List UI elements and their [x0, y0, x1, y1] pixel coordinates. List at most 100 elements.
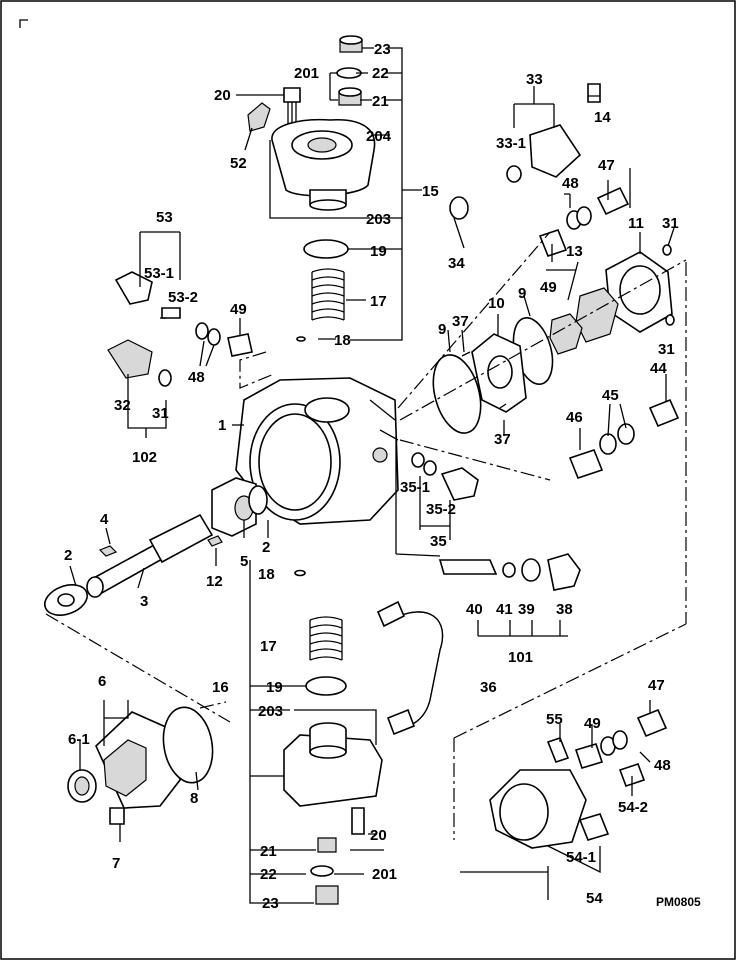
o-ring-9-left [432, 354, 482, 434]
callout-101: 101 [508, 649, 533, 666]
callout-44: 44 [650, 360, 667, 377]
ring-35-b [423, 460, 437, 476]
sleeve-46 [568, 449, 604, 479]
drawing-code: PM0805 [656, 895, 701, 909]
callout-53-2: 53-2 [168, 289, 198, 306]
callout-21-bottom: 21 [260, 843, 277, 860]
pin-18-top [296, 336, 306, 342]
o-ring-19-top [303, 239, 349, 259]
callout-31-mid: 31 [658, 341, 675, 358]
bolt-44 [648, 398, 680, 428]
bolt-47-top [596, 186, 630, 216]
gear-49 [549, 313, 583, 355]
callout-53: 53 [156, 209, 173, 226]
callout-48-bottom: 48 [654, 757, 671, 774]
callout-47-bottom: 47 [648, 677, 665, 694]
callout-201-bottom: 201 [372, 866, 397, 883]
callout-53-1: 53-1 [144, 265, 174, 282]
callout-22-top: 22 [372, 65, 389, 82]
callout-5: 5 [240, 553, 248, 570]
front-cover-6 [67, 711, 181, 809]
callout-35-2: 35-2 [426, 501, 456, 518]
callout-49-right: 49 [540, 279, 557, 296]
callout-18-top: 18 [334, 332, 351, 349]
callout-21-top: 21 [372, 93, 389, 110]
washer-48-left-a [195, 322, 209, 340]
leader-lines [69, 47, 675, 904]
callout-6: 6 [98, 673, 106, 690]
callout-23-bottom: 23 [262, 895, 279, 912]
key-4 [98, 545, 118, 557]
callout-1: 1 [218, 417, 226, 434]
callout-23-top: 23 [374, 41, 391, 58]
valve-40 [438, 559, 498, 575]
bottom-cover [283, 722, 383, 807]
callout-54-2: 54-2 [618, 799, 648, 816]
pipe-36 [376, 600, 444, 736]
callout-10: 10 [488, 295, 505, 312]
sleeve-49-top [538, 229, 568, 257]
callout-37-bottom: 37 [494, 431, 511, 448]
fitting-32 [107, 339, 153, 379]
fitting-53-1 [114, 271, 153, 305]
callout-204: 204 [366, 128, 392, 145]
callout-203-bottom: 203 [258, 703, 283, 720]
callout-9-left: 9 [438, 321, 446, 338]
callout-52: 52 [230, 155, 247, 172]
seal-plate-hole [57, 593, 75, 607]
valve-33-1 [529, 124, 582, 178]
washer-48-bottom-b [612, 730, 628, 750]
callout-37-top: 37 [452, 313, 469, 330]
washer-45-a [617, 423, 635, 445]
fitting-54-1 [578, 813, 610, 841]
callout-39: 39 [518, 601, 535, 618]
plate-10 [471, 333, 527, 413]
callout-14: 14 [594, 109, 611, 126]
callout-55: 55 [546, 711, 563, 728]
fitting-35-2 [440, 467, 479, 501]
callout-201-top: 201 [294, 65, 319, 82]
sleeve-49-left [227, 333, 253, 357]
callout-31-top: 31 [662, 215, 679, 232]
callout-18-bottom: 18 [258, 566, 275, 583]
callout-35-1: 35-1 [400, 479, 430, 496]
corner-mark [19, 19, 28, 28]
gear-13 [575, 287, 619, 343]
alignment-lines [45, 231, 687, 840]
callout-22-bottom: 22 [260, 866, 277, 883]
fitting-54-2 [618, 762, 646, 788]
callout-19-top: 19 [370, 243, 387, 260]
cap-23-bottom [315, 885, 339, 905]
pin-37-top [461, 351, 471, 357]
cap-38 [547, 553, 581, 591]
drive-shaft-3 [86, 513, 214, 598]
callout-54-1: 54-1 [566, 849, 596, 866]
callout-4: 4 [100, 511, 109, 528]
ring-31-mid [665, 314, 675, 326]
callout-12: 12 [206, 573, 223, 590]
callout-labels: 23 201 22 20 21 204 52 15 203 19 34 17 1… [64, 41, 701, 912]
callout-6-1: 6-1 [68, 731, 90, 748]
callout-13: 13 [566, 243, 583, 260]
spring-17-bottom [309, 616, 343, 661]
callout-15: 15 [422, 183, 439, 200]
callout-38: 38 [556, 601, 573, 618]
bolt-7 [109, 807, 125, 825]
o-ring-19-bottom [305, 676, 347, 696]
screw-14 [587, 83, 601, 103]
callout-102: 102 [132, 449, 157, 466]
callout-19-bottom: 19 [266, 679, 283, 696]
callout-20-bottom: 20 [370, 827, 387, 844]
callout-203-top: 203 [366, 211, 391, 228]
o-ring-8 [162, 706, 214, 784]
callout-33-1: 33-1 [496, 135, 526, 152]
callout-47-top: 47 [598, 157, 615, 174]
pin-18-bottom [294, 569, 306, 577]
o-ring-22-bottom [310, 865, 334, 877]
callout-54: 54 [586, 890, 603, 907]
callout-31-left: 31 [152, 405, 169, 422]
callout-41: 41 [496, 601, 513, 618]
pin-37-bottom [499, 403, 507, 409]
fitting-53-2 [161, 307, 181, 319]
